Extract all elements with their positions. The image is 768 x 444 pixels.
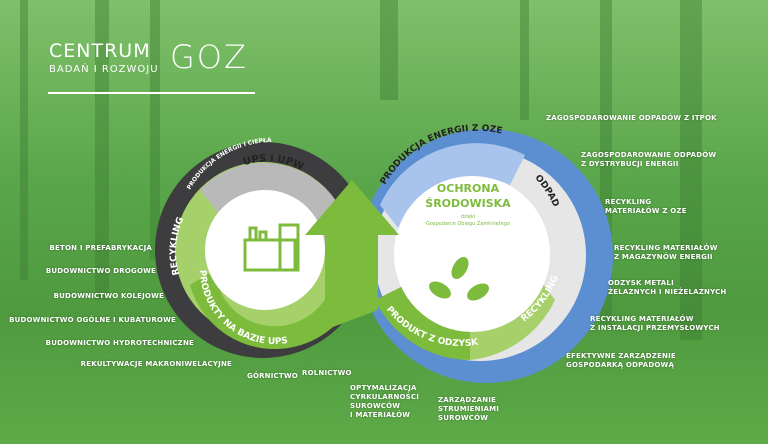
app-agriculture: ROLNICTWO <box>302 369 352 377</box>
factory-icon <box>243 223 300 272</box>
logo-divider <box>48 92 255 94</box>
goz-logo: GOZ <box>170 38 248 76</box>
app-hydro: BUDOWNICTWO HYDROTECHNICZNE <box>45 339 194 347</box>
app-mining: GÓRNICTWO <box>247 372 298 380</box>
center-title-2: ŚRODOWISKA <box>425 197 511 210</box>
app-general: BUDOWNICTWO OGÓLNE I KUBATUROWE <box>9 316 176 324</box>
left-center <box>205 190 325 310</box>
recovered-product-arrow <box>375 285 470 360</box>
recycle-leaves-icon <box>429 257 489 301</box>
center-sub-1: dzięki <box>461 214 476 220</box>
item-itpok: ZAGOSPODAROWANIE ODPADÓW Z ITPOK <box>546 114 717 122</box>
app-road: BUDOWNICTWO DROGOWE <box>45 267 156 275</box>
logo-title: CENTRUM <box>49 40 151 62</box>
app-rail: BUDOWNICTWO KOLEJOWE <box>53 292 164 300</box>
central-up-arrow <box>305 180 399 330</box>
products-arrow <box>190 270 340 350</box>
app-reclamation: REKULTYWACJE MAKRONIWELACYJNE <box>80 360 232 368</box>
center-sub-2: Gospodarce Obiegu Zamkniętego <box>426 221 510 227</box>
center-title-1: OCHRONA <box>437 182 500 195</box>
logo-subtitle: BADAŃ I ROZWOJU <box>49 64 159 75</box>
app-concrete: BETON I PREFABRYKACJA <box>49 244 152 252</box>
oze-arrow <box>380 143 525 230</box>
